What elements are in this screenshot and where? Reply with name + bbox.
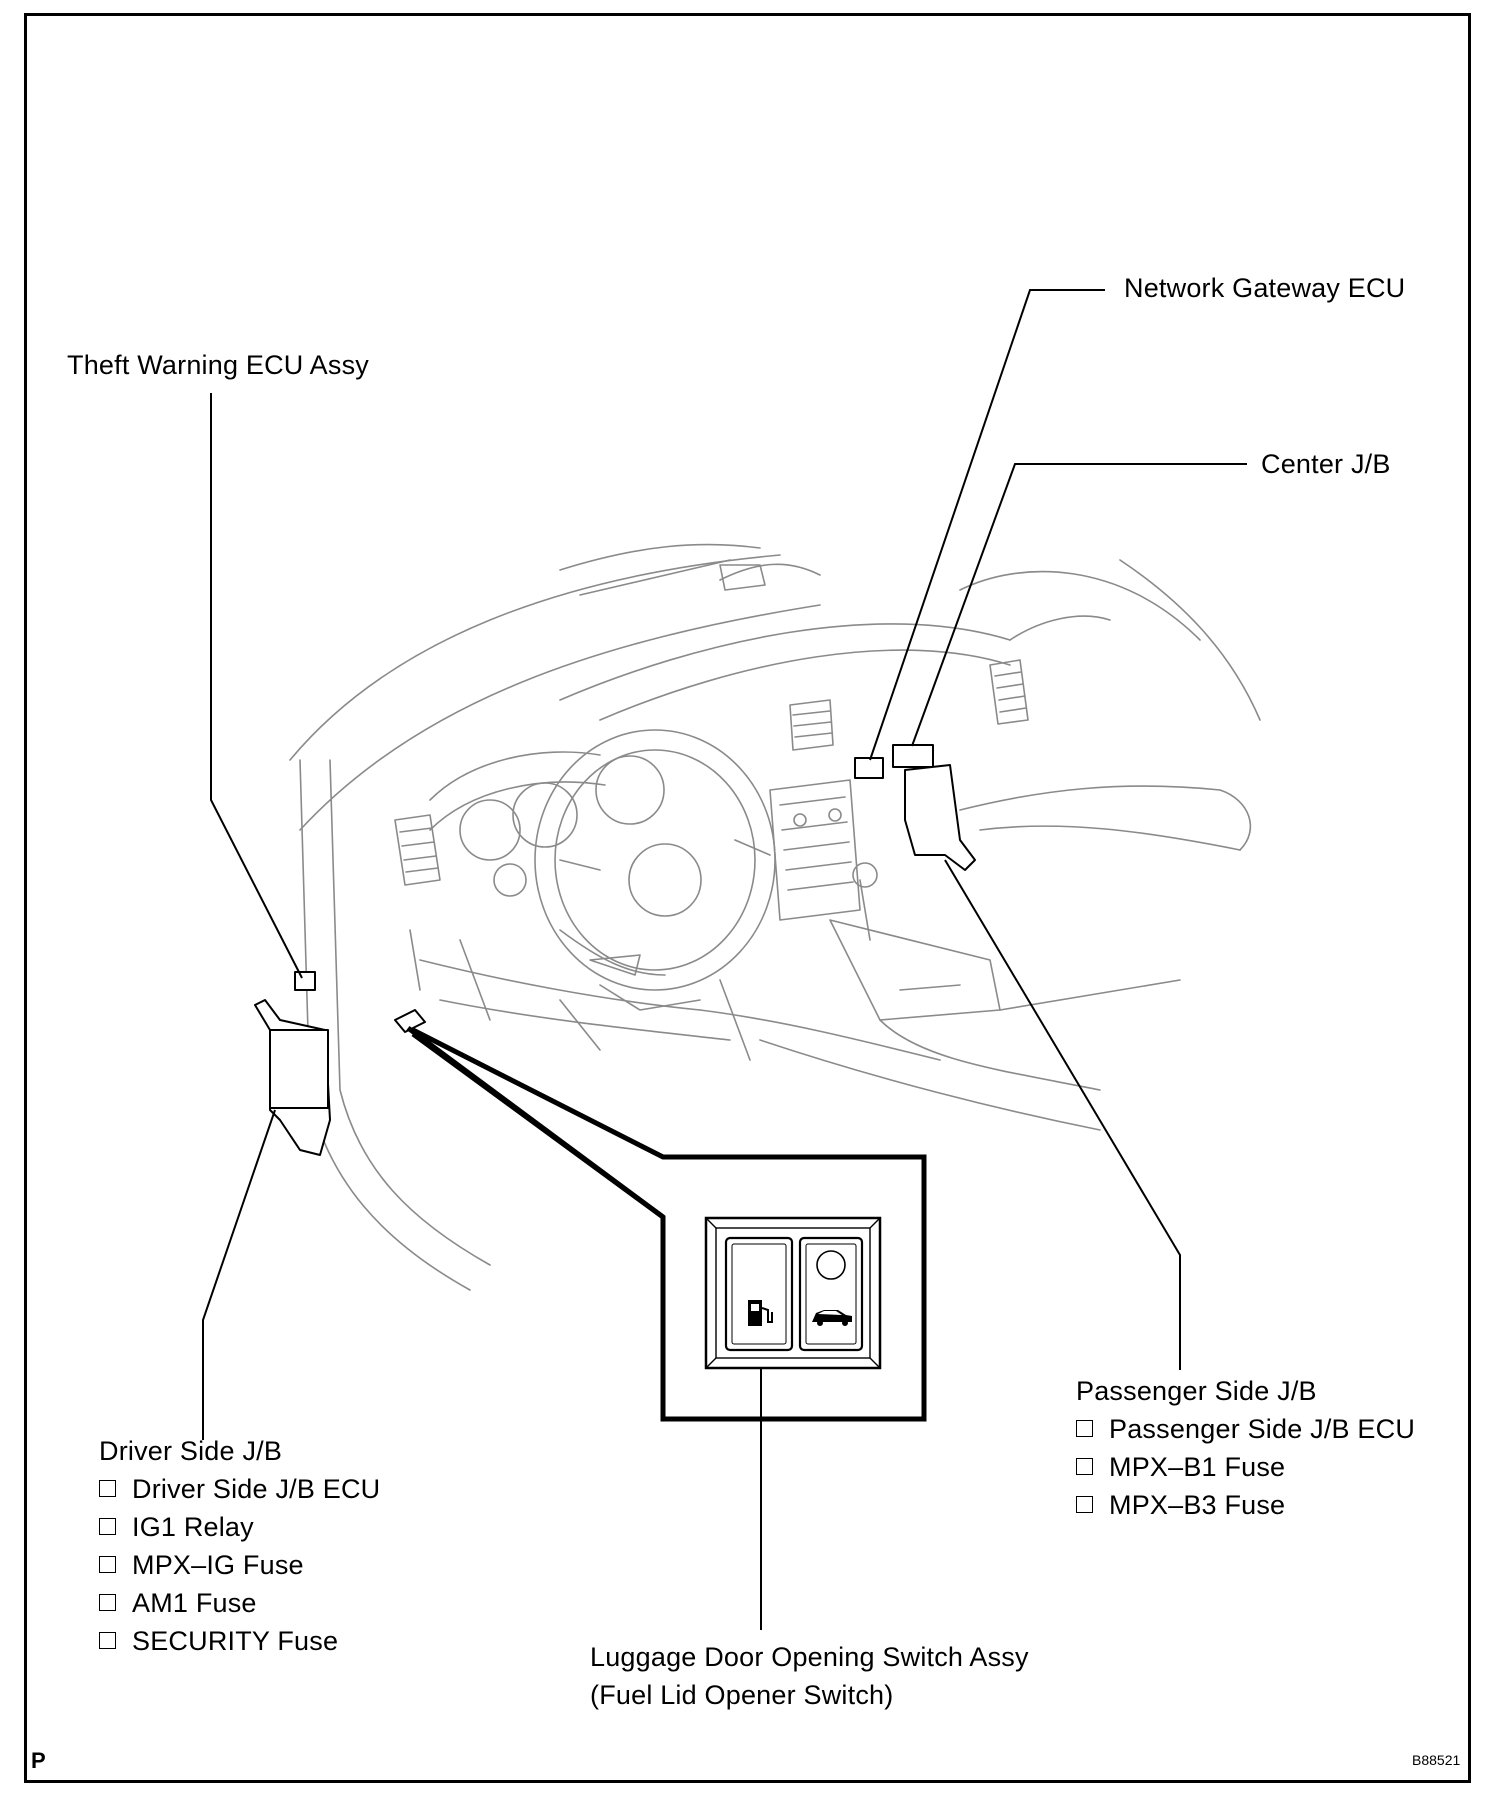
page-mark: P	[31, 1748, 46, 1773]
luggage-switch-callout: Luggage Door Opening Switch Assy (Fuel L…	[590, 1638, 1029, 1714]
network-gateway-leader	[869, 289, 1105, 761]
theft-warning-ecu-marker	[294, 971, 316, 991]
driver-jb-leader	[202, 1109, 276, 1440]
luggage-switch-location	[394, 1009, 426, 1033]
checkbox-icon	[99, 1480, 116, 1497]
passenger-jb-item: MPX–B1 Fuse	[1076, 1448, 1415, 1486]
figure-code: B88521	[1412, 1752, 1461, 1768]
network-gateway-marker	[854, 757, 884, 779]
diagram-frame	[24, 13, 1471, 1783]
driver-jb-item: MPX–IG Fuse	[99, 1546, 380, 1584]
center-jb-leader	[911, 463, 1247, 747]
fuel-lid-switch-label: (Fuel Lid Opener Switch)	[590, 1680, 894, 1710]
passenger-jb-item: MPX–B3 Fuse	[1076, 1486, 1415, 1524]
checkbox-icon	[99, 1556, 116, 1573]
theft-warning-leader	[210, 393, 303, 979]
passenger-jb-item: Passenger Side J/B ECU	[1076, 1410, 1415, 1448]
driver-side-jb-callout: Driver Side J/B Driver Side J/B ECU IG1 …	[99, 1432, 380, 1660]
driver-side-jb-title: Driver Side J/B	[99, 1436, 283, 1466]
leader-lines	[202, 289, 1247, 1630]
checkbox-icon	[1076, 1420, 1093, 1437]
zoom-wedge-lower	[406, 1025, 665, 1220]
zoom-callout	[406, 1025, 927, 1422]
luggage-switch-assembly	[704, 1216, 882, 1370]
passenger-side-jb-callout: Passenger Side J/B Passenger Side J/B EC…	[1076, 1372, 1415, 1524]
fuel-pump-icon	[748, 1300, 773, 1326]
indicator-lamp	[816, 1250, 846, 1280]
car-trunk-icon	[812, 1310, 852, 1326]
passenger-jb-marker	[904, 764, 976, 871]
driver-jb-item: IG1 Relay	[99, 1508, 380, 1546]
network-gateway-ecu-label: Network Gateway ECU	[1124, 273, 1406, 303]
checkbox-icon	[99, 1518, 116, 1535]
theft-warning-ecu-label: Theft Warning ECU Assy	[67, 350, 369, 380]
passenger-side-jb-title: Passenger Side J/B	[1076, 1376, 1317, 1406]
driver-jb-body	[269, 1029, 329, 1109]
driver-jb-item: SECURITY Fuse	[99, 1622, 380, 1660]
driver-jb-item: AM1 Fuse	[99, 1584, 380, 1622]
checkbox-icon	[1076, 1496, 1093, 1513]
component-markers	[254, 744, 976, 1156]
center-jb-marker	[892, 744, 934, 768]
luggage-switch-label: Luggage Door Opening Switch Assy	[590, 1642, 1029, 1672]
checkbox-icon	[99, 1594, 116, 1611]
checkbox-icon	[1076, 1458, 1093, 1475]
dashboard-outline	[289, 543, 1261, 1291]
driver-jb-item: Driver Side J/B ECU	[99, 1470, 380, 1508]
passenger-jb-leader	[944, 859, 1181, 1370]
checkbox-icon	[99, 1632, 116, 1649]
center-jb-label: Center J/B	[1261, 449, 1391, 479]
fuel-lid-button	[724, 1236, 794, 1352]
